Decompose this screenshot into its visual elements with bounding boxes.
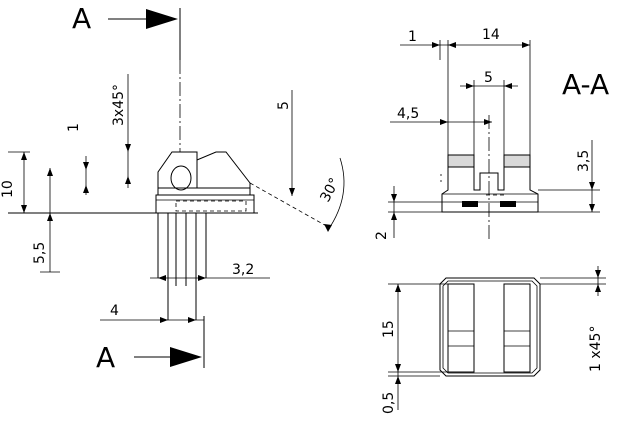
dim-5-right-label: 5: [484, 70, 493, 86]
dim-2-arrow-a: [391, 194, 397, 202]
dim-3-2-arrow-b: [198, 275, 206, 281]
dim-1-left-label: 1: [66, 123, 82, 132]
section-cavity-right: [503, 154, 531, 168]
side-view: A 10 5,5 1: [0, 2, 345, 374]
dim-2-label: 2: [374, 231, 390, 240]
dim-3x45-label: 3x45°: [111, 84, 127, 126]
dim-10-arrow-bottom: [21, 205, 27, 213]
dim-5-left-arrow: [289, 188, 295, 196]
dim-4-label: 4: [110, 303, 119, 319]
dim-1-left-arrow-a: [83, 162, 89, 170]
top-view-pad-left: [447, 283, 475, 373]
dim-1-top-label: 1: [408, 29, 417, 45]
dim-4-5-arrow-b: [484, 119, 492, 125]
dim-15-arrow-b: [395, 364, 401, 372]
dim-14-label: 14: [482, 27, 500, 43]
dim-5-5-arrow-mid: [47, 213, 53, 221]
top-view-inner-outline: [442, 280, 538, 374]
dim-3-5-arrow-a: [589, 182, 595, 190]
dim-4-5-arrow-a: [440, 119, 448, 125]
dim-5-5-label: 5,5: [32, 242, 48, 264]
section-contact-left: [462, 201, 478, 207]
dim-1-left-arrow-b: [83, 185, 89, 193]
dim-2-arrow-b: [391, 212, 397, 220]
dim-5-5-arrow-top: [47, 168, 53, 176]
dim-3-5-label: 3,5: [576, 150, 592, 172]
dim-0-5-label: 0,5: [381, 392, 397, 414]
section-label-top: A: [72, 2, 91, 35]
dim-1x45-arrow-a: [595, 270, 601, 278]
top-view-pad-right: [503, 283, 531, 373]
dim-0-5-arrow: [395, 376, 401, 384]
section-cavity-left: [447, 154, 475, 168]
dim-3-2-arrow-a: [158, 275, 166, 281]
dim-15-label: 15: [381, 320, 397, 338]
dim-1x45-arrow-b: [595, 284, 601, 292]
dim-4-arrow-b: [188, 317, 196, 323]
section-view-a-a: A-A 14 1 5 4,5: [374, 27, 609, 240]
section-arrow-top-head: [146, 9, 178, 29]
base-plate: [155, 194, 255, 214]
dim-4-5-label: 4,5: [397, 106, 419, 122]
base-plate-hidden: [175, 200, 247, 212]
dim-3x45-arrow-a: [125, 144, 131, 152]
dim-1x45-label: 1 x45°: [588, 326, 604, 372]
mounting-hole: [170, 165, 192, 191]
angle-30-ref-line: [249, 182, 331, 229]
dim-4-arrow-a: [160, 317, 168, 323]
dim-3x45-arrow-b: [125, 176, 131, 184]
dim-15-arrow-a: [395, 284, 401, 292]
top-view: 15 0,5 1 x45°: [381, 266, 606, 414]
dim-10-label: 10: [0, 180, 16, 198]
dim-14-arrow-a: [448, 42, 456, 48]
top-view-outline: [439, 277, 541, 377]
section-label-bottom: A: [96, 341, 115, 374]
dim-3-2-label: 3,2: [232, 262, 254, 278]
angle-30-arc: [327, 157, 345, 231]
angle-30-arrow: [324, 224, 332, 232]
dim-3-5-arrow-b: [589, 204, 595, 212]
dim-5-right-arrow-a: [466, 83, 474, 89]
section-arrow-bottom-head: [170, 347, 202, 367]
dim-14-arrow-b: [522, 42, 530, 48]
dim-1-top-arrow: [432, 42, 440, 48]
dim-5-right-arrow-b: [504, 83, 512, 89]
dim-10-arrow-top: [21, 152, 27, 160]
dim-5-left-label: 5: [276, 101, 292, 110]
section-contact-right: [500, 201, 516, 207]
angle-30-label: 30°: [317, 175, 343, 204]
section-view-title: A-A: [562, 68, 609, 101]
